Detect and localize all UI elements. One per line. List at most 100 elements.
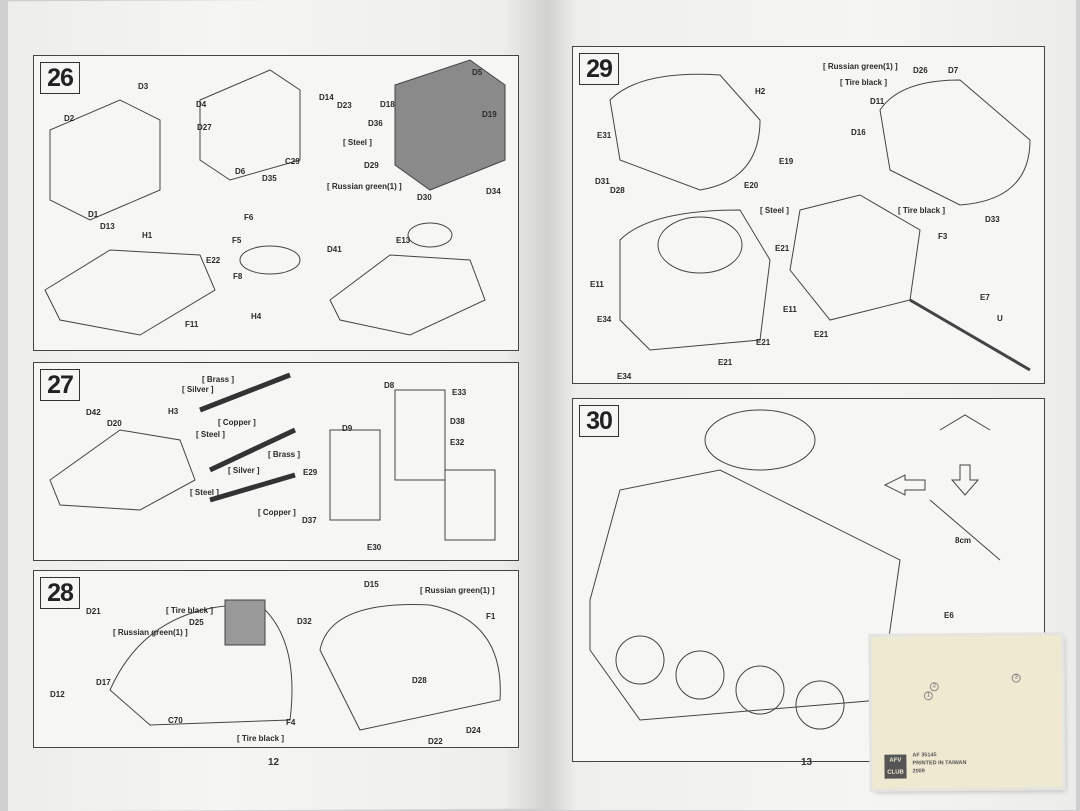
decal-code: AF 35145 <box>912 752 937 759</box>
turret-roof-drawing <box>329 254 486 336</box>
part-label: D16 <box>851 128 866 137</box>
part-label: D32 <box>297 617 312 626</box>
part-label: F11 <box>185 320 199 329</box>
part-label: D21 <box>86 607 101 616</box>
paint-callout: [ Brass ] <box>202 375 235 384</box>
part-label: D2 <box>64 114 75 123</box>
paint-callout: [ Steel ] <box>343 138 372 147</box>
gun-breech-drawing <box>49 99 161 221</box>
part-label: D9 <box>342 424 353 433</box>
decal-sheet[interactable]: 1 2 3 AFV CLUB AF 35145 PRINTED IN TAIWA… <box>871 635 1063 789</box>
part-label: D34 <box>486 187 501 196</box>
page-number-right: 13 <box>801 757 813 768</box>
part-label: D12 <box>50 690 65 699</box>
page-number-left: 12 <box>268 757 280 768</box>
part-label: E20 <box>744 181 759 190</box>
paint-callout: [ Tire black ] <box>898 206 945 215</box>
part-label: E31 <box>597 131 612 140</box>
part-label: F3 <box>938 232 948 241</box>
turret-ring-drawing <box>657 216 743 274</box>
part-label: D24 <box>466 726 481 735</box>
part-label: D6 <box>235 167 246 176</box>
part-label: D28 <box>412 676 427 685</box>
part-label: D31 <box>595 177 610 186</box>
part-label: E21 <box>756 338 771 347</box>
part-label: D1 <box>88 210 99 219</box>
arrow-down-icon <box>950 464 980 496</box>
ammo-box-drawing <box>224 599 266 646</box>
turret-roof-drawing <box>44 249 216 336</box>
turret-bottom-drawing <box>319 604 501 731</box>
part-label: E33 <box>452 388 467 397</box>
part-label: H1 <box>142 231 153 240</box>
paint-callout: [ Silver ] <box>182 385 214 394</box>
gun-barrel-drawing <box>909 298 1031 372</box>
cupola-drawing <box>407 222 453 248</box>
part-label: D37 <box>302 516 317 525</box>
step-number: 30 <box>579 405 619 437</box>
part-label: D14 <box>319 93 334 102</box>
decal-number: 1 <box>923 691 933 701</box>
ammo-rack-drawing <box>394 389 446 481</box>
turret-drawing <box>704 409 816 471</box>
step-number: 28 <box>40 577 80 609</box>
paint-callout: [ Tire black ] <box>237 734 284 743</box>
part-label: D20 <box>107 419 122 428</box>
paint-callout: [ Steel ] <box>190 488 219 497</box>
part-label: D13 <box>100 222 115 231</box>
paint-callout: [ Tire black ] <box>166 606 213 615</box>
part-label: D19 <box>482 110 497 119</box>
part-label: H2 <box>755 87 766 96</box>
part-label: H3 <box>168 407 179 416</box>
paint-callout: [ Brass ] <box>268 450 301 459</box>
gun-breech-drawing <box>199 69 301 181</box>
turret-interior-drawing <box>879 79 1031 206</box>
mantlet-drawing <box>394 59 506 191</box>
paint-callout: [ Russian green(1) ] <box>823 62 898 71</box>
part-label: U <box>997 314 1003 323</box>
part-label: 8cm <box>955 536 972 545</box>
step-27-panel: 27 <box>33 362 519 561</box>
part-label: D11 <box>870 97 885 106</box>
part-label: H4 <box>251 312 262 321</box>
part-label: E7 <box>980 293 990 302</box>
tank-hull-drawing <box>589 469 901 721</box>
part-label: D36 <box>368 119 383 128</box>
part-label: F1 <box>486 612 496 621</box>
part-label: D22 <box>428 737 443 746</box>
ammo-rack-drawing <box>329 429 381 521</box>
step-28-panel: 28 <box>33 570 519 748</box>
part-label: E34 <box>597 315 612 324</box>
part-label: E11 <box>590 280 604 289</box>
decal-number: 2 <box>929 682 939 692</box>
shell-drawing <box>199 372 297 503</box>
paint-callout: [ Russian green(1) ] <box>420 586 495 595</box>
part-label: E21 <box>718 358 733 367</box>
part-label: F4 <box>286 718 296 727</box>
part-label: D38 <box>450 417 465 426</box>
turret-floor-drawing <box>49 429 196 511</box>
part-label: D15 <box>364 580 379 589</box>
afv-club-logo: AFV CLUB <box>884 754 907 779</box>
part-label: E13 <box>396 236 411 245</box>
part-label: D17 <box>96 678 111 687</box>
paint-callout: [ Silver ] <box>228 466 260 475</box>
part-label: D41 <box>327 245 342 254</box>
paint-callout: [ Tire black ] <box>840 78 887 87</box>
part-label: F6 <box>244 213 254 222</box>
part-label: D42 <box>86 408 101 417</box>
antenna-drawing <box>939 414 991 431</box>
paint-callout: [ Copper ] <box>258 508 296 517</box>
step-number: 26 <box>40 62 80 94</box>
part-label: E29 <box>303 468 318 477</box>
turret-body-drawing <box>619 209 771 351</box>
part-label: E34 <box>617 372 632 381</box>
part-label: D33 <box>985 215 1000 224</box>
turret-interior-drawing <box>609 73 761 191</box>
part-label: D3 <box>138 82 149 91</box>
part-label: D35 <box>262 174 277 183</box>
part-label: E11 <box>783 305 797 314</box>
part-label: D8 <box>384 381 395 390</box>
part-label: C29 <box>285 157 300 166</box>
part-label: E30 <box>367 543 382 552</box>
